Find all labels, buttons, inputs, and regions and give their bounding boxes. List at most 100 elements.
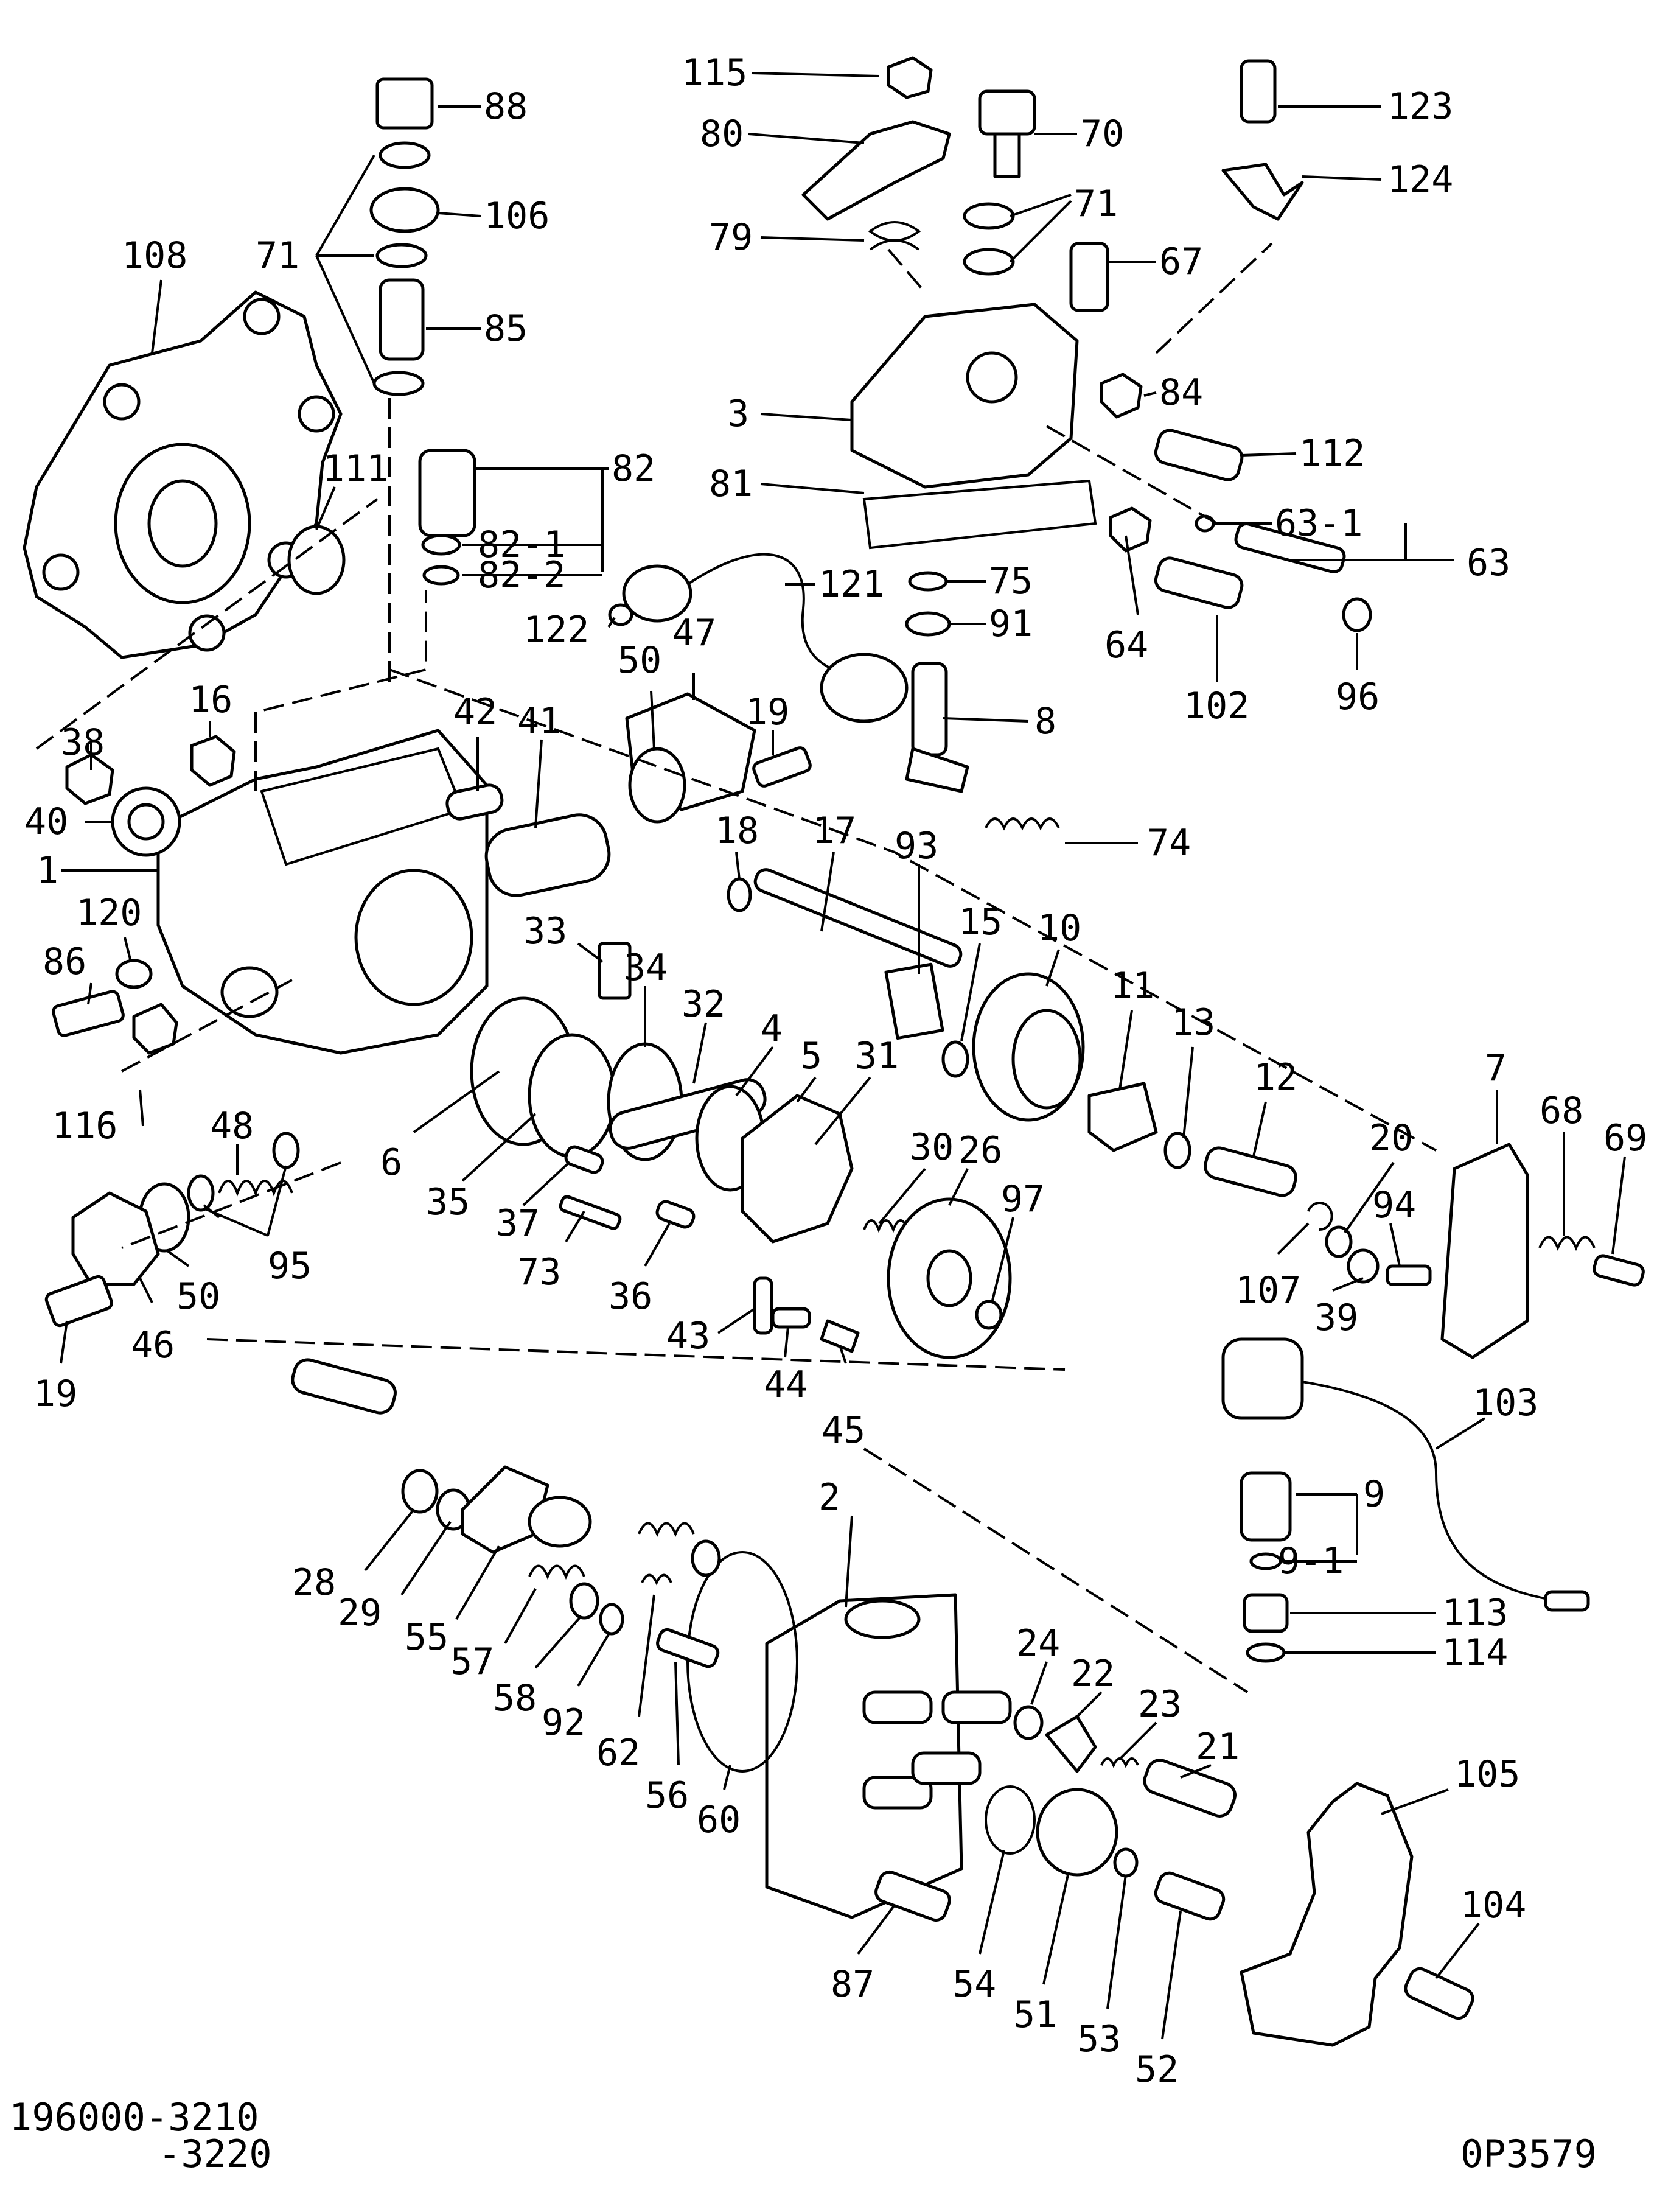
- callout-33: 33: [523, 910, 567, 953]
- bracket-105: [1240, 1782, 1414, 2047]
- sensor-121-cable: [686, 553, 853, 677]
- washer-120: [115, 959, 153, 989]
- o-ring-75: [908, 571, 948, 592]
- callout-93: 93: [895, 825, 938, 867]
- fuel-cut-valve-9: [1240, 1471, 1292, 1542]
- callout-7: 7: [1485, 1047, 1507, 1090]
- delivery-fitting: [941, 1690, 1012, 1724]
- callout-95: 95: [268, 1245, 312, 1287]
- callout-87: 87: [831, 1963, 874, 2006]
- callout-36: 36: [609, 1275, 652, 1318]
- callout-112: 112: [1299, 432, 1365, 475]
- washer-24: [1013, 1705, 1044, 1740]
- callout-22: 22: [1071, 1653, 1115, 1695]
- callout-53: 53: [1077, 2018, 1121, 2060]
- callout-113: 113: [1442, 1592, 1508, 1634]
- governor-cover-3: [850, 303, 1079, 489]
- callout-105: 105: [1454, 1753, 1520, 1796]
- washer-53: [1113, 1847, 1139, 1878]
- bolt-104: [1404, 1967, 1474, 2020]
- callout-50: 50: [618, 639, 661, 682]
- banjo-bolt-85: [379, 278, 425, 361]
- callout-23: 23: [1138, 1683, 1182, 1726]
- callout-121: 121: [818, 563, 884, 606]
- drawing-number-secondary: -3220: [158, 2132, 272, 2176]
- spring-23: [1100, 1757, 1139, 1768]
- callout-41: 41: [517, 700, 561, 743]
- pin-44: [771, 1307, 811, 1329]
- o-ring-82-2: [422, 565, 460, 586]
- o-ring-122: [608, 603, 633, 626]
- callout-52: 52: [1135, 2048, 1179, 2091]
- nut-96: [1342, 597, 1372, 632]
- spring-79: [868, 221, 921, 251]
- governor-cover-boss: [966, 351, 1018, 404]
- delivery-fitting: [862, 1690, 933, 1724]
- callout-94: 94: [1372, 1184, 1416, 1227]
- lever-arm-8: [905, 747, 969, 793]
- callout-91: 91: [989, 603, 1033, 645]
- callout-92: 92: [542, 1701, 585, 1744]
- callout-20: 20: [1369, 1117, 1413, 1160]
- callout-114: 114: [1442, 1631, 1508, 1674]
- callout-35: 35: [426, 1181, 470, 1223]
- spring-62: [641, 1573, 672, 1586]
- callout-106: 106: [484, 195, 549, 237]
- cover-46: [71, 1191, 160, 1286]
- callout-46: 46: [131, 1324, 175, 1367]
- cover-plate-hole: [188, 614, 226, 652]
- callout-38: 38: [61, 721, 105, 764]
- washer-15: [941, 1040, 969, 1078]
- bolt-102: [1154, 556, 1244, 609]
- part-drawings: [23, 56, 1645, 2047]
- callout-12: 12: [1254, 1056, 1297, 1099]
- callout-103: 103: [1473, 1382, 1538, 1424]
- sleeve-41: [484, 813, 611, 897]
- cover-plate-hole: [42, 553, 80, 591]
- key-36: [655, 1200, 696, 1229]
- lever-shaft-8: [911, 662, 948, 757]
- screw-73: [559, 1195, 622, 1230]
- delivery-fitting: [911, 1751, 982, 1785]
- delivery-valve-82: [418, 449, 476, 537]
- callout-107: 107: [1235, 1269, 1301, 1312]
- assembly-lines: [35, 242, 1437, 1693]
- nut-64: [1109, 506, 1152, 553]
- cover-plate-hole: [298, 395, 335, 433]
- bracket-124: [1221, 163, 1304, 221]
- washer-20: [1325, 1225, 1353, 1258]
- adjust-screw-70: [978, 89, 1036, 136]
- washer-91: [905, 611, 951, 637]
- delivery-fitting: [862, 1776, 933, 1810]
- callout-16: 16: [189, 679, 232, 721]
- callout-70: 70: [1080, 113, 1124, 155]
- o-ring-82-1: [421, 534, 461, 556]
- gear-35: [528, 1033, 616, 1158]
- callout-8: 8: [1034, 700, 1056, 743]
- callout-30: 30: [910, 1126, 954, 1169]
- spring-74: [985, 817, 1060, 831]
- callout-26: 26: [958, 1129, 1002, 1172]
- bolt-123: [1240, 59, 1277, 124]
- callout-73: 73: [517, 1251, 561, 1293]
- bearing-40-inner: [127, 803, 165, 841]
- sleeve-12: [1204, 1146, 1297, 1197]
- washer-28: [401, 1469, 439, 1514]
- sensor-121: [622, 564, 692, 623]
- callout-82-1: 82-1: [478, 523, 566, 566]
- pin-43: [753, 1276, 773, 1335]
- adjust-screw-70-shank: [993, 132, 1021, 178]
- callout-64: 64: [1104, 624, 1148, 667]
- callout-1: 1: [37, 849, 58, 892]
- washer-114: [1246, 1642, 1286, 1663]
- callout-6: 6: [380, 1141, 402, 1184]
- nut-84: [1100, 373, 1143, 419]
- cover-plate-hole: [243, 298, 281, 335]
- callout-39: 39: [1314, 1297, 1358, 1339]
- callout-82: 82: [612, 447, 655, 490]
- callout-labels: 115 80 70 123 124 88 106 71 85 108 111 8…: [24, 52, 1647, 2091]
- washer-upper: [691, 1539, 721, 1577]
- clip-45: [820, 1319, 860, 1353]
- callout-102: 102: [1184, 685, 1249, 727]
